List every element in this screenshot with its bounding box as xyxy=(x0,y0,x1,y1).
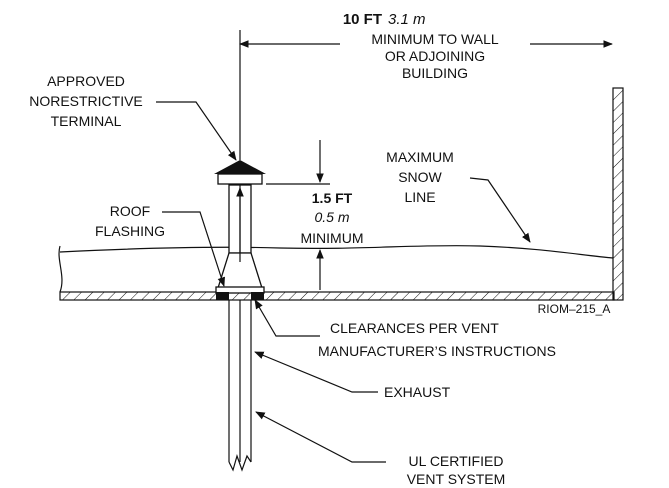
terminal-label-line2: NORESTRICTIVE xyxy=(29,93,143,109)
vent-pipe-lower xyxy=(228,300,252,472)
height-dimension xyxy=(266,140,330,290)
flashing-label-line2: FLASHING xyxy=(95,223,165,239)
terminal-cap xyxy=(214,160,266,185)
flashing-label-line1: ROOF xyxy=(110,203,150,219)
height-value: 1.5 FT xyxy=(312,190,353,206)
wall-distance-dimension xyxy=(239,30,613,160)
adjoining-wall xyxy=(612,87,624,301)
height-label: MINIMUM xyxy=(301,230,364,246)
roof-deck xyxy=(58,245,615,301)
drawing-id: RIOM–215_A xyxy=(538,302,611,316)
exhaust-leader xyxy=(254,351,378,393)
vent-system-leader xyxy=(255,411,386,463)
vent-system-label-line2: VENT SYSTEM xyxy=(407,471,506,487)
leader-lines xyxy=(156,101,531,463)
snow-label-line3: LINE xyxy=(404,189,435,205)
wall-distance-line3: BUILDING xyxy=(402,65,468,81)
snow-label-line2: SNOW xyxy=(398,169,442,185)
terminal-leader xyxy=(156,101,237,161)
snow-label-line1: MAXIMUM xyxy=(386,149,454,165)
vent-system-label-line1: UL CERTIFIED xyxy=(409,453,504,469)
flashing-leader xyxy=(162,211,225,287)
snow-leader xyxy=(469,177,531,243)
terminal-label-line3: TERMINAL xyxy=(51,113,122,129)
clearance-label-line1: CLEARANCES PER VENT xyxy=(330,320,499,336)
wall-distance-metric: 3.1 m xyxy=(388,11,426,28)
labels: 10 FT 3.1 m MINIMUM TO WALL OR ADJOINING… xyxy=(29,11,610,487)
clearance-blocks xyxy=(216,292,264,300)
clearance-label-line2: MANUFACTURER’S INSTRUCTIONS xyxy=(318,343,556,359)
snow-line xyxy=(59,244,614,259)
wall-distance-line1: MINIMUM TO WALL xyxy=(371,31,499,47)
roof-flashing xyxy=(215,252,265,294)
height-metric: 0.5 m xyxy=(314,209,349,225)
wall-distance-line2: OR ADJOINING xyxy=(385,48,485,64)
terminal-label-line1: APPROVED xyxy=(47,73,125,89)
wall-distance-value: 10 FT xyxy=(343,11,382,28)
exhaust-label: EXHAUST xyxy=(384,384,451,400)
clearance-leader xyxy=(254,299,320,337)
